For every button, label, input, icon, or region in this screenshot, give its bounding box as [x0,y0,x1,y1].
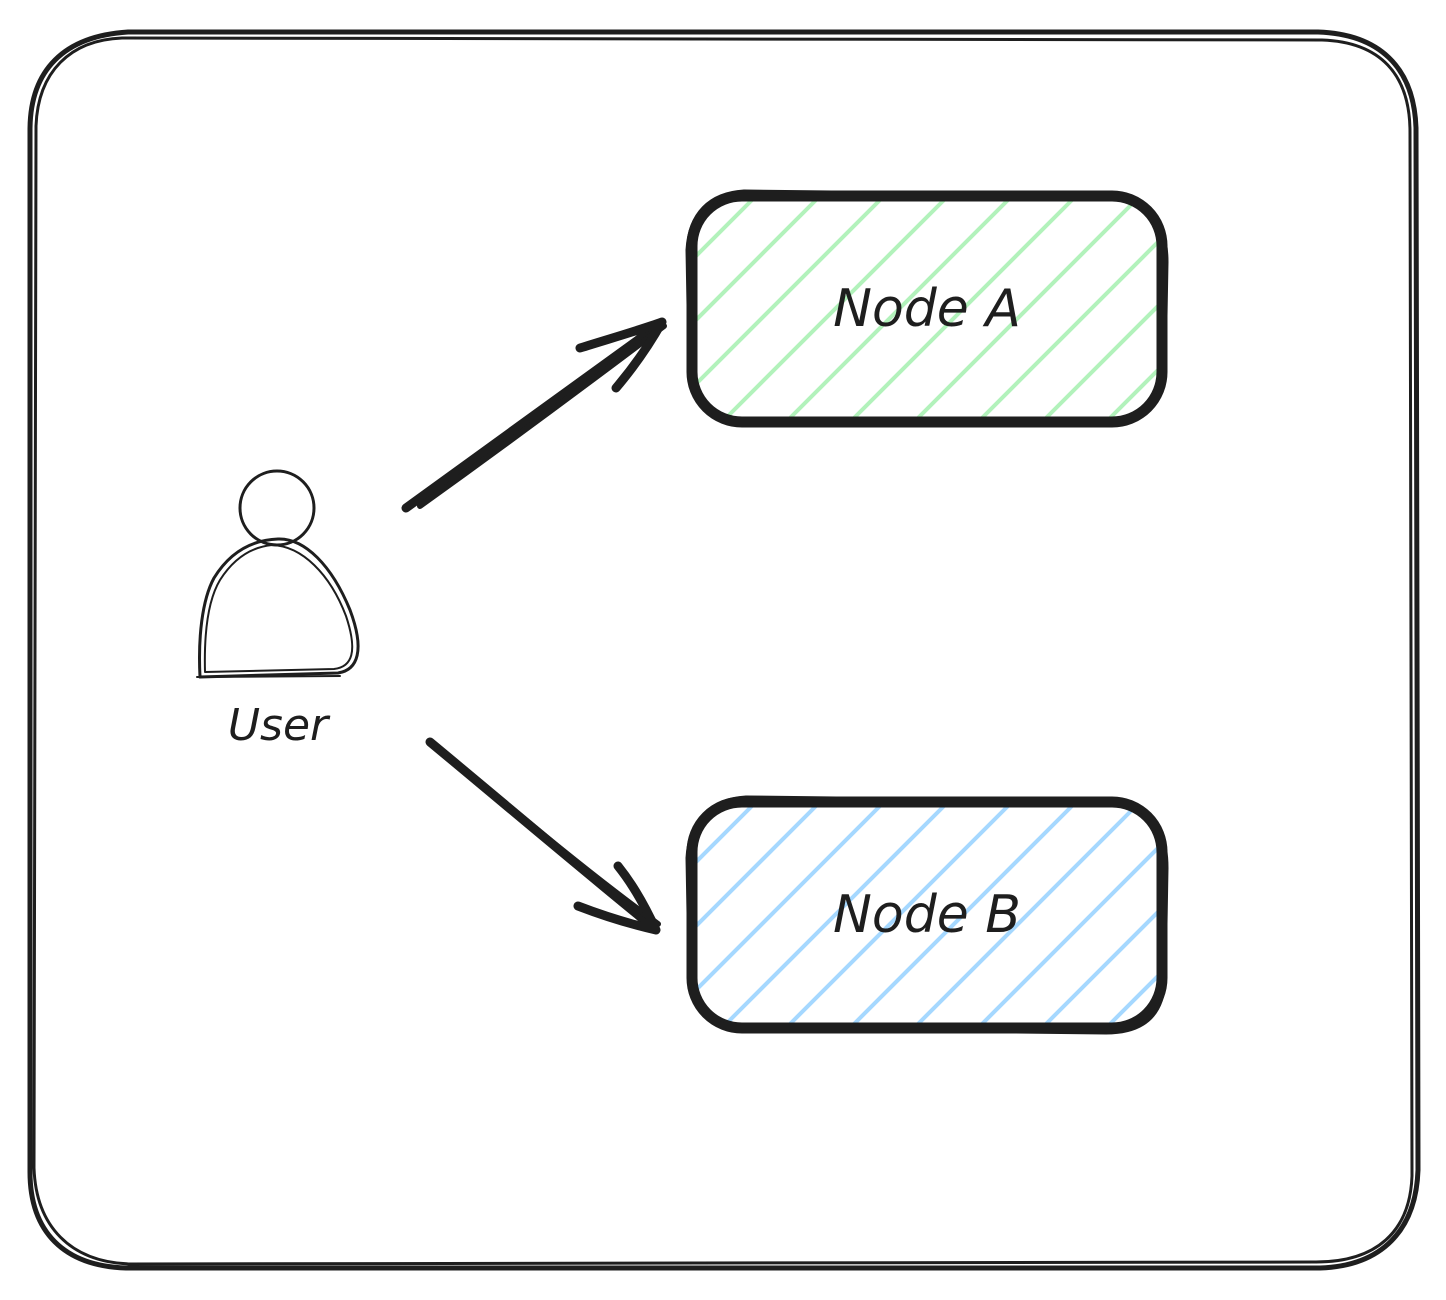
hatch-line [784,196,1014,422]
hatch-line [1040,802,1162,1028]
hatch-line [848,802,1078,1028]
hatch-line [1104,196,1162,422]
hatch-line [1170,802,1396,1028]
outer-frame [27,29,1421,1271]
node-b-label: Node B [833,885,1021,945]
hatch-line [692,802,694,1028]
hatch-line [784,802,1014,1028]
hatch-line [912,196,1142,422]
user-label: User [228,700,331,751]
node-b-box[interactable]: Node B [466,795,1396,1035]
hatch-line [692,802,758,1028]
hatch-line [1170,196,1396,422]
hatch-line [848,196,1078,422]
hatch-line [976,802,1162,1028]
hatch-line [912,802,1142,1028]
arrow-user-to-node-b [425,737,661,935]
hatch-line [720,196,950,422]
hatch-line [692,802,822,1028]
hatch-line [976,196,1162,422]
hatch-line [692,196,822,422]
node-a-box[interactable]: Node A [466,189,1396,428]
arrow-user-to-node-a [401,317,667,513]
hatch-line [720,802,950,1028]
node-a-label: Node A [833,279,1021,339]
hatch-line [1104,802,1162,1028]
hatch-line [692,196,758,422]
user-actor[interactable]: User [196,469,360,751]
person-icon [196,469,360,679]
hatch-line [1040,196,1162,422]
